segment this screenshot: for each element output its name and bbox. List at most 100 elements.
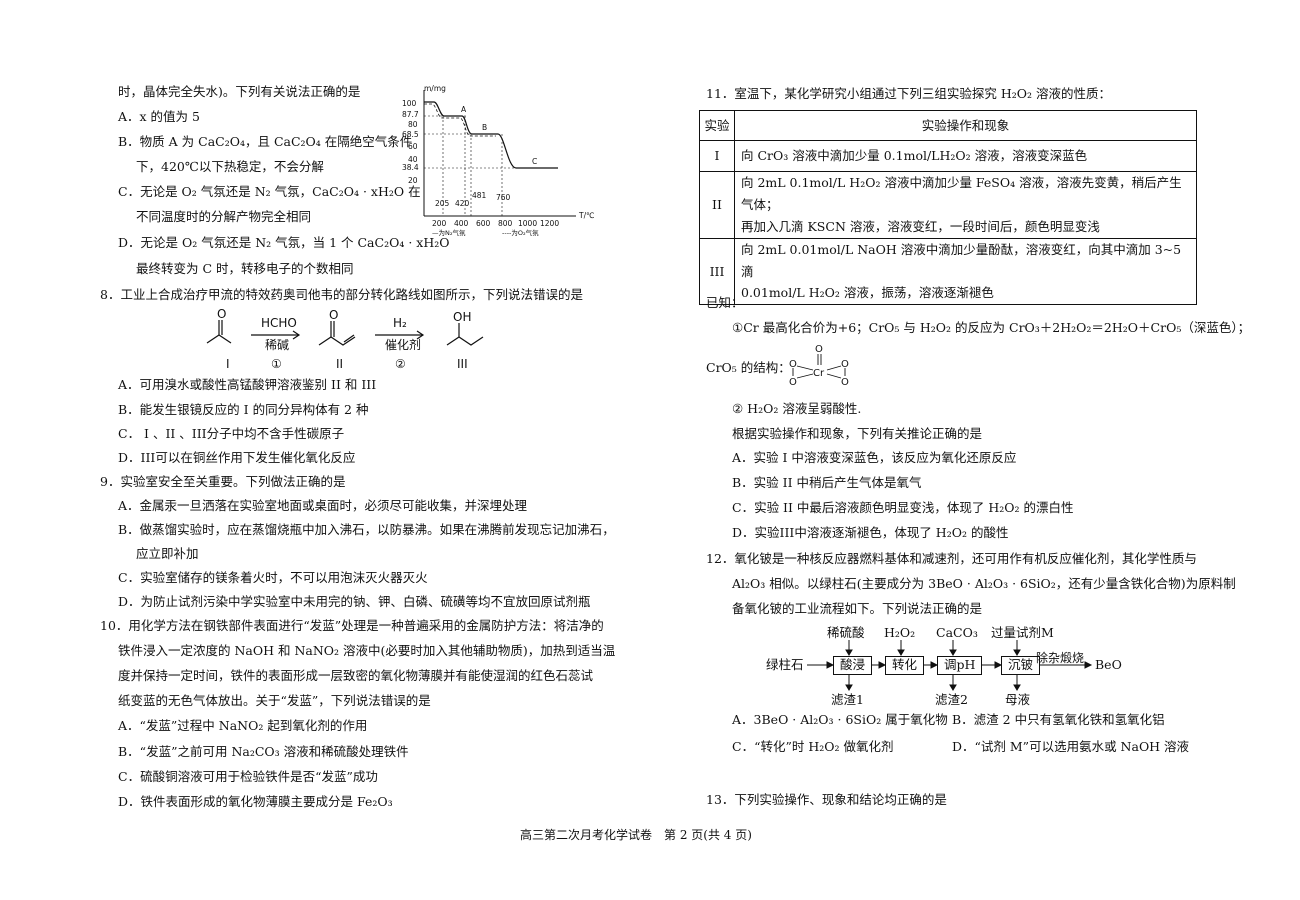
q7-option-b: B．物质 A 为 CaC₂O₄，且 CaC₂O₄ 在隔绝空气条件 bbox=[118, 134, 413, 149]
flow-box-adjust-ph: 调pH bbox=[937, 656, 983, 675]
q8-option-a: A．可用溴水或酸性高锰酸钾溶液鉴别 II 和 III bbox=[118, 377, 377, 392]
flow-output-residue-2: 滤渣2 bbox=[935, 692, 968, 707]
q11-option-c: C．实验 II 中最后溶液颜色明显变浅，体现了 H₂O₂ 的漂白性 bbox=[732, 500, 1074, 515]
xtick: 1200 bbox=[540, 219, 559, 228]
q7-option-b-cont: 下，420℃以下热稳定，不会分解 bbox=[136, 159, 324, 174]
o-atom: O bbox=[841, 359, 849, 370]
q10-stem-2: 铁件浸入一定浓度的 NaOH 和 NaNO₂ 溶液中(必要时加入其他辅助物质)，… bbox=[118, 643, 616, 658]
carbonyl-o: O bbox=[217, 307, 226, 321]
flow-input-h2o2: H₂O₂ bbox=[884, 625, 916, 640]
table-cell: I bbox=[699, 140, 735, 172]
q10-stem: 10．用化学方法在钢铁部件表面进行“发蓝”处理是一种普遍采用的金属防护方法：将洁… bbox=[100, 618, 604, 633]
q11-option-b: B．实验 II 中稍后产生气体是氧气 bbox=[732, 475, 922, 490]
o-atom: O bbox=[789, 359, 797, 370]
q12-stem-2: Al₂O₃ 相似。以绿柱石(主要成分为 3BeO · Al₂O₃ · 6SiO₂… bbox=[732, 576, 1236, 591]
flow-input-acid: 稀硫酸 bbox=[827, 625, 865, 640]
table-header: 实验 bbox=[699, 110, 735, 141]
flow-product: BeO bbox=[1095, 657, 1122, 672]
q9-stem: 9．实验室安全至关重要。下列做法正确的是 bbox=[100, 474, 346, 489]
q10-option-a: A．“发蓝”过程中 NaNO₂ 起到氧化剂的作用 bbox=[118, 718, 368, 733]
ytick: 100 bbox=[402, 99, 417, 108]
reagent-h2: H₂ bbox=[393, 316, 407, 330]
q11-ask: 根据实验操作和现象，下列有关推论正确的是 bbox=[732, 426, 983, 441]
q12-stem-3: 备氧化铍的工业流程如下。下列说法正确的是 bbox=[732, 601, 983, 616]
q11-option-d: D．实验III中溶液逐渐褪色，体现了 H₂O₂ 的酸性 bbox=[732, 525, 1009, 540]
carbonyl-o: O bbox=[329, 308, 338, 322]
q12-option-d: D．“试剂 M”可以选用氨水或 NaOH 溶液 bbox=[952, 739, 1190, 754]
xtick: 400 bbox=[454, 219, 469, 228]
q12-option-a: A．3BeO · Al₂O₃ · 6SiO₂ 属于氧化物 bbox=[732, 712, 948, 727]
q10-option-d: D．铁件表面形成的氧化物薄膜主要成分是 Fe₂O₃ bbox=[118, 794, 393, 809]
known-3: ② H₂O₂ 溶液呈弱酸性. bbox=[732, 401, 862, 416]
q8-reaction-scheme: O O OH HCHO 稀碱 ① H₂ 催化剂 ② I II III bbox=[206, 307, 484, 371]
label-iii: III bbox=[457, 357, 468, 371]
tga-chart: m/mg T/℃ 100 87.7 80 68.5 60 40 38.4 20 … bbox=[402, 84, 595, 237]
xtick: 800 bbox=[498, 219, 513, 228]
o-atom: O bbox=[841, 377, 849, 388]
ytick: 87.7 bbox=[402, 110, 419, 119]
q8-option-c: C． I 、II 、III分子中均不含手性碳原子 bbox=[118, 426, 345, 441]
flow-input-caco3: CaCO₃ bbox=[936, 625, 978, 640]
table-cell: 向 2mL 0.1mol/L H₂O₂ 溶液中滴加少量 FeSO₄ 溶液，溶液先… bbox=[734, 171, 1197, 239]
mark: 481 bbox=[472, 191, 487, 200]
ytick: 60 bbox=[408, 142, 418, 151]
q11-stem: 11．室温下，某化学研究小组通过下列三组实验探究 H₂O₂ 溶液的性质： bbox=[706, 86, 1112, 101]
flow-input-reagent-m: 过量试剂M bbox=[991, 625, 1054, 640]
q10-stem-4: 纸变蓝的无色气体放出。关于“发蓝”，下列说法错误的是 bbox=[118, 693, 431, 708]
q7-option-a: A．x 的值为 5 bbox=[118, 109, 200, 124]
q9-option-b-cont: 应立即补加 bbox=[136, 546, 199, 561]
mark: 420 bbox=[455, 199, 470, 208]
known-2: CrO₅ 的结构： bbox=[706, 360, 791, 375]
q12-option-b: B．滤渣 2 中只有氢氧化铁和氢氧化铝 bbox=[952, 712, 1165, 727]
chart-xlabel: T/℃ bbox=[578, 211, 595, 220]
flow-box-transform: 转化 bbox=[885, 656, 925, 675]
condition-catalyst: 催化剂 bbox=[385, 337, 421, 352]
table-cell-line: 向 2mL 0.01mol/L NaOH 溶液中滴加少量酚酞，溶液变红，向其中滴… bbox=[741, 241, 1182, 279]
hydroxyl-oh: OH bbox=[453, 310, 471, 324]
xtick: 600 bbox=[476, 219, 491, 228]
q7-intro: 时，晶体完全失水)。下列有关说法正确的是 bbox=[118, 84, 361, 99]
q12-option-c: C．“转化”时 H₂O₂ 做氧化剂 bbox=[732, 739, 894, 754]
known-label: 已知： bbox=[706, 295, 744, 310]
ytick: 80 bbox=[408, 120, 418, 129]
flow-arrows bbox=[807, 640, 1093, 691]
q8-option-b: B．能发生银镜反应的 I 的同分异构体有 2 种 bbox=[118, 402, 369, 417]
q8-option-d: D．III可以在铜丝作用下发生催化氧化反应 bbox=[118, 450, 356, 465]
q11-option-a: A．实验 I 中溶液变深蓝色，该反应为氧化还原反应 bbox=[732, 450, 1017, 465]
q7-option-d: D．无论是 O₂ 气氛还是 N₂ 气氛，当 1 个 CaC₂O₄ · xH₂O bbox=[118, 235, 450, 250]
flow-step-calcine: 除杂煅烧 bbox=[1036, 651, 1085, 665]
q10-stem-3: 度并保持一定时间，铁件的表面形成一层致密的氧化物薄膜并有能使湿润的红色石蕊试 bbox=[118, 668, 594, 683]
ytick: 68.5 bbox=[402, 130, 419, 139]
label-ii: II bbox=[336, 357, 343, 371]
q8-stem: 8．工业上合成治疗甲流的特效药奥司他韦的部分转化路线如图所示，下列说法错误的是 bbox=[100, 287, 583, 302]
q7-option-d-cont: 最终转变为 C 时，转移电子的个数相同 bbox=[136, 261, 354, 276]
o-atom: O bbox=[789, 377, 797, 388]
q7-option-c: C．无论是 O₂ 气氛还是 N₂ 气氛，CaC₂O₄ · xH₂O 在 bbox=[118, 184, 421, 199]
point-b: B bbox=[482, 123, 487, 132]
label-i: I bbox=[226, 357, 230, 371]
page-footer: 高三第二次月考化学试卷 第 2 页(共 4 页) bbox=[520, 828, 752, 842]
q9-option-a: A．金属汞一旦洒落在实验室地面或桌面时，必须尽可能收集，并深埋处理 bbox=[118, 498, 528, 513]
step-2: ② bbox=[395, 357, 406, 371]
ytick: 38.4 bbox=[402, 163, 419, 172]
table-cell: 向 CrO₃ 溶液中滴加少量 0.1mol/LH₂O₂ 溶液，溶液变深蓝色 bbox=[734, 140, 1197, 172]
table-cell-line: 0.01mol/L H₂O₂ 溶液，振荡，溶液逐渐褪色 bbox=[741, 285, 994, 301]
q9-option-b: B．做蒸馏实验时，应在蒸馏烧瓶中加入沸石，以防暴沸。如果在沸腾前发现忘记加沸石， bbox=[118, 522, 615, 537]
condition-base: 稀碱 bbox=[265, 338, 289, 352]
flow-output-mother-liquor: 母液 bbox=[1005, 692, 1031, 707]
ytick: 40 bbox=[408, 155, 418, 164]
mark: 205 bbox=[435, 199, 450, 208]
q9-option-c: C．实验室储存的镁条着火时，不可以用泡沫灭火器灭火 bbox=[118, 570, 428, 585]
step-1: ① bbox=[271, 357, 282, 371]
cr-atom: Cr bbox=[813, 368, 825, 379]
flow-box-precipitate: 沉铍 bbox=[1001, 656, 1041, 675]
flow-box-acid-leach: 酸浸 bbox=[833, 656, 873, 675]
ytick: 20 bbox=[408, 176, 418, 185]
table-header: 实验操作和现象 bbox=[734, 110, 1197, 141]
q9-option-d: D．为防止试剂污染中学实验室中未用完的钠、钾、白磷、硫磺等均不宜放回原试剂瓶 bbox=[118, 594, 591, 609]
point-a: A bbox=[461, 105, 467, 114]
q12-stem: 12．氧化铍是一种核反应器燃料基体和减速剂，还可用作有机反应催化剂，其化学性质与 bbox=[706, 551, 1197, 566]
q10-option-c: C．硫酸铜溶液可用于检验铁件是否“发蓝”成功 bbox=[118, 769, 378, 784]
mark: 760 bbox=[496, 193, 511, 202]
q13-stem: 13．下列实验操作、现象和结论均正确的是 bbox=[706, 792, 947, 807]
